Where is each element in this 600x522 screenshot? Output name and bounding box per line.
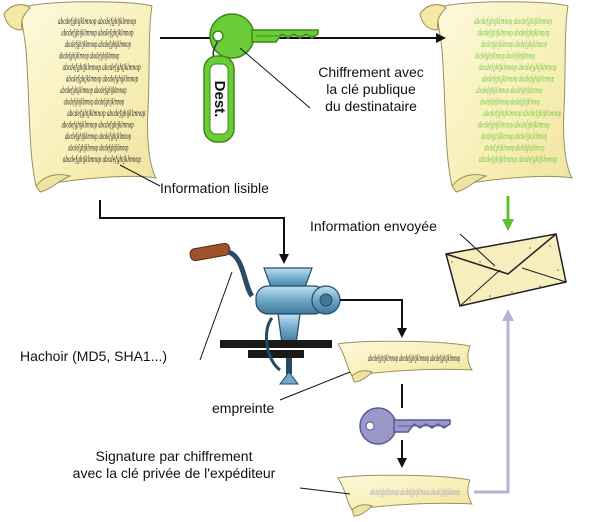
key-tag-text: Dest.: [211, 81, 228, 118]
readable-leader-line: [119, 164, 161, 187]
scroll-line: abcdefghijklmnop abcdefghijklmnop: [68, 144, 128, 153]
scroll-line: abcdefghijklmnop abcdefghijklmnop: [59, 52, 119, 61]
fingerprint-leader-line: [279, 371, 351, 401]
readable-info-label: Information lisible: [160, 180, 269, 196]
scroll-line: abcdefghijklmnop abcdefghijklmnop: [476, 86, 542, 95]
scroll-line: abcdefghijklmnop abcdefghijklmnop: [480, 98, 540, 107]
signature-leader-line: [299, 487, 351, 495]
plain-document-scroll-icon: abcdefghijklmnop abcdefghijklmnop abcdefg…: [3, 1, 157, 193]
signature-scribble: abcdefghijklmnop abcdefghijklmnop abcdef…: [370, 488, 460, 497]
signature-strip-icon: abcdefghijklmnop abcdefghijklmnop abcdef…: [337, 474, 473, 517]
scroll-line: abcdefghijklmnop abcdefghijklmnop: [60, 86, 126, 95]
key-leader-line: [239, 47, 311, 109]
scroll-line: abcdefghijklmnop abcdefghijklmnop: [483, 109, 561, 118]
hasher-leader-line: [199, 271, 233, 361]
scroll-line: abcdefghijklmnop abcdefghijklmnop: [479, 155, 557, 164]
scroll-line: abcdefghijklmnop abcdefghijklmnop: [58, 17, 136, 26]
scroll-line: abcdefghijklmnop abcdefghijklmnop: [478, 121, 550, 130]
scroll-line: abcdefghijklmnop abcdefghijklmnop: [63, 63, 141, 72]
envelope-icon: [445, 233, 567, 307]
encryption-caption-line2: la clé publique: [326, 81, 416, 97]
scroll-line: abcdefghijklmnop abcdefghijklmnop: [481, 40, 547, 49]
encryption-caption-line1: Chiffrement avec: [318, 64, 424, 80]
signature-caption-line1: Signature par chiffrement: [95, 448, 253, 464]
scroll-line: abcdefghijklmnop abcdefghijklmnop: [61, 29, 133, 38]
encrypted-document-scroll-icon: abcdefghijklmnop abcdefghijklmnop abcdefg…: [419, 1, 573, 193]
scroll-line: abcdefghijklmnop abcdefghijklmnop: [484, 144, 544, 153]
scroll-line: abcdefghijklmnop abcdefghijklmnop: [66, 75, 138, 84]
scroll-line: abcdefghijklmnop abcdefghijklmnop: [62, 121, 134, 130]
scroll-line: abcdefghijklmnop abcdefghijklmnop: [477, 29, 549, 38]
scroll-line: abcdefghijklmnop abcdefghijklmnop: [65, 40, 131, 49]
hasher-label: Hachoir (MD5, SHA1...): [20, 348, 168, 364]
signature-caption: Signature par chiffrement avec la clé pr…: [44, 448, 304, 482]
private-key-icon: [359, 407, 451, 445]
scroll-line: abcdefghijklmnop abcdefghijklmnop: [482, 75, 554, 84]
encryption-caption: Chiffrement avec la clé publique du dest…: [296, 64, 446, 115]
scroll-line: abcdefghijklmnop abcdefghijklmnop: [67, 109, 145, 118]
fingerprint-label: empreinte: [212, 400, 275, 416]
sent-info-label: Information envoyée: [310, 218, 437, 234]
signature-to-envelope-arrow: [474, 309, 514, 494]
signature-caption-line2: avec la clé privée de l'expéditeur: [72, 465, 276, 481]
to-fingerprint-arrow: [340, 299, 407, 338]
to-hasher-arrow: [99, 200, 289, 264]
fingerprint-scribble: abcdefghijklmnop abcdefghijklmnop abcdef…: [368, 354, 460, 363]
fingerprint-strip-icon: abcdefghijklmnop abcdefghijklmnop abcdef…: [337, 340, 473, 383]
scroll-line: abcdefghijklmnop abcdefghijklmnop: [64, 98, 124, 107]
scroll-line: abcdefghijklmnop abcdefghijklmnop: [65, 132, 131, 141]
scroll-line: abcdefghijklmnop abcdefghijklmnop: [475, 52, 535, 61]
scroll-line: abcdefghijklmnop abcdefghijklmnop: [474, 17, 552, 26]
sent-leader-line: [459, 233, 496, 267]
scroll-line: abcdefghijklmnop abcdefghijklmnop: [479, 63, 557, 72]
scroll-line: abcdefghijklmnop abcdefghijklmnop: [63, 155, 141, 164]
scroll-line: abcdefghijklmnop abcdefghijklmnop: [481, 132, 547, 141]
public-key-icon: Dest.: [203, 13, 319, 143]
encryption-caption-line3: du destinataire: [325, 98, 417, 114]
hasher-grinder-icon: [189, 242, 341, 385]
